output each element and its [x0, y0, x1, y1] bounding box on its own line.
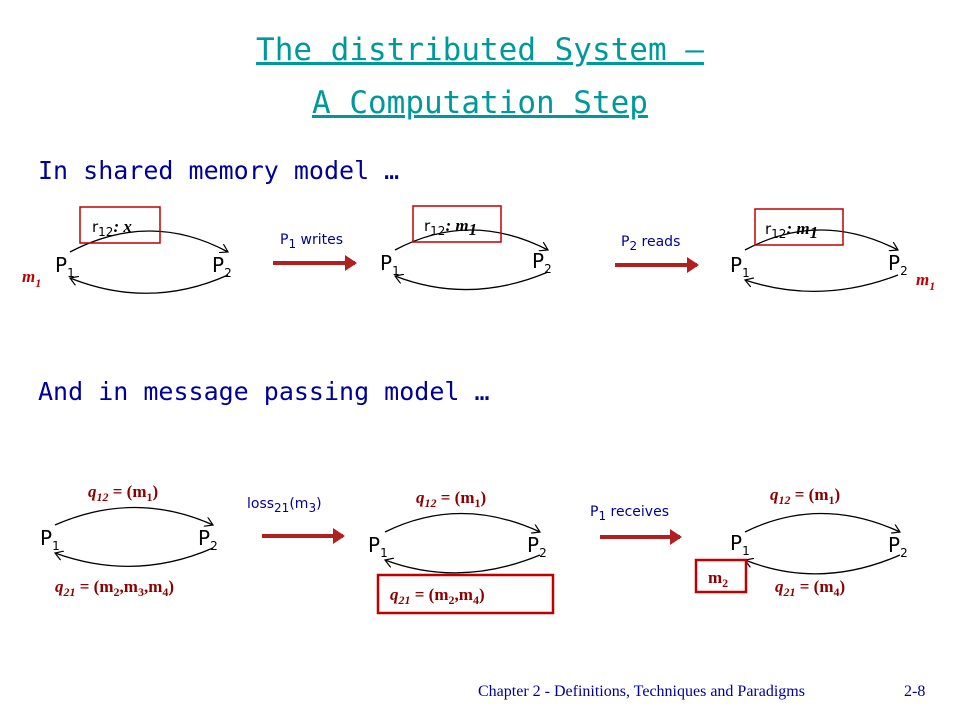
message-graph-2: P1 P2 q12 = (m1) q21 = (m2,m4)	[368, 488, 555, 615]
queue-q21: q21 = (m2,m3,m4)	[55, 577, 174, 599]
p2-local-state: m1	[916, 270, 935, 293]
node-p1: P1	[380, 251, 400, 278]
register-label: r12: x	[92, 217, 132, 239]
queue-q12: q12 = (m1)	[416, 488, 486, 510]
node-p2: P2	[527, 533, 547, 560]
transition-label-receives: P1 receives	[590, 504, 669, 523]
transition-label-writes: P1 writes	[280, 232, 343, 251]
queue-q12: q12 = (m1)	[770, 485, 840, 507]
node-p1: P1	[730, 253, 750, 280]
register-label: r12: m1	[424, 216, 477, 239]
footer-page-number: 2-8	[904, 683, 926, 700]
shared-graph-3: P1 P2 r12: m1 m1	[730, 208, 935, 293]
queue-q21: q21 = (m2,m4)	[390, 585, 485, 607]
node-p2: P2	[212, 253, 232, 280]
edge-p1-p2	[54, 506, 213, 526]
register-box	[79, 206, 161, 244]
node-p2: P2	[888, 533, 908, 560]
edge-p2-p1	[55, 547, 214, 567]
edge-p2-p1	[745, 274, 899, 293]
edge-p2-p1	[395, 271, 549, 291]
node-p1: P1	[55, 253, 75, 280]
message-passing-heading: And in message passing model …	[38, 377, 490, 406]
received-message-box	[694, 558, 748, 594]
transition-label-loss: loss21(m3)	[247, 496, 322, 515]
queue-q21: q21 = (m4)	[775, 577, 845, 599]
shared-graph-1: P1 P2 r12: x m1	[22, 206, 232, 294]
message-graph-3: P1 P2 q12 = (m1) m2 q21 = (m4)	[694, 485, 908, 599]
p1-local-state: m1	[22, 267, 41, 290]
register-box	[754, 208, 844, 246]
node-p2: P2	[198, 526, 218, 553]
edge-p1-p2	[744, 512, 900, 533]
edge-p1-p2	[384, 512, 540, 533]
edge-p2-p1	[385, 554, 541, 574]
node-p2: P2	[888, 251, 908, 278]
node-p1: P1	[368, 533, 388, 560]
node-p1: P1	[40, 526, 60, 553]
message-graph-1: P1 P2 q12 = (m1) q21 = (m2,m3,m4)	[40, 482, 218, 599]
node-p2: P2	[532, 249, 552, 276]
footer-chapter: Chapter 2 - Definitions, Techniques and …	[478, 683, 805, 700]
slide-title-line-2: A Computation Step	[312, 85, 648, 121]
edge-p2-p1	[745, 554, 901, 575]
p1-received-message: m2	[708, 568, 728, 590]
queue-q12: q12 = (m1)	[88, 482, 158, 504]
edge-p1-p2	[744, 229, 898, 250]
node-p1: P1	[730, 531, 750, 558]
shared-memory-heading: In shared memory model …	[38, 156, 400, 185]
edge-p2-p1	[70, 274, 229, 294]
shared-graph-2: P1 P2 r12: m1	[380, 205, 552, 291]
changed-queue-box	[376, 573, 555, 615]
transition-label-reads: P2 reads	[621, 234, 680, 253]
slide-title-line-1: The distributed System –	[256, 32, 704, 68]
register-box	[412, 205, 502, 243]
register-label: r12: m1	[765, 219, 818, 242]
